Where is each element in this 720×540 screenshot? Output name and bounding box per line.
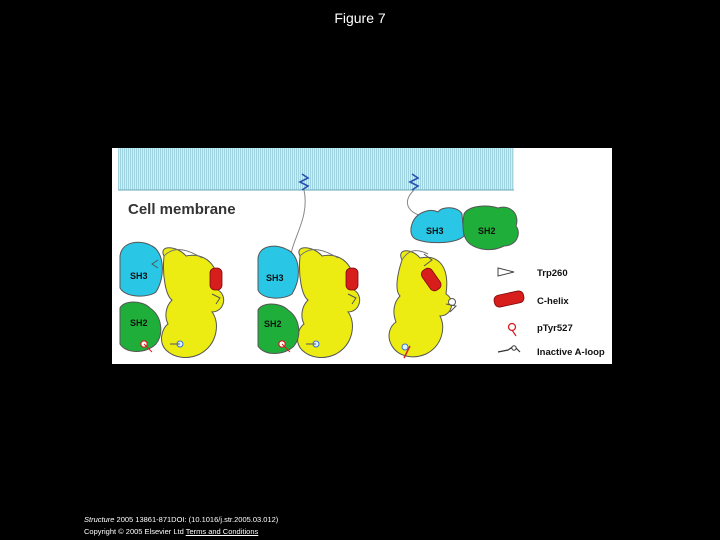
cylinder-icon — [493, 290, 525, 308]
sh3-label: SH3 — [130, 271, 148, 281]
sh3-domain — [257, 245, 299, 299]
sh2-label: SH2 — [478, 226, 496, 236]
svg-text:Inactive A-loop: Inactive A-loop — [537, 347, 605, 358]
copyright-line: Copyright © 2005 Elsevier Ltd Terms and … — [84, 526, 278, 538]
legend-item-trp260: Trp260 — [497, 267, 568, 279]
kinase-state-1: SH3 SH2 — [119, 241, 225, 358]
sh3-domain — [119, 241, 163, 297]
sh2-label: SH2 — [130, 318, 148, 328]
a-loop-icon — [497, 345, 521, 353]
membrane-label: Cell membrane — [128, 201, 236, 218]
sh2-label: SH2 — [264, 319, 282, 329]
sh2-domain — [119, 301, 162, 352]
sh3-label: SH3 — [426, 226, 444, 236]
citation: Structure 2005 13861-871DOI: (10.1016/j.… — [84, 514, 278, 538]
copyright-text: Copyright © 2005 Elsevier Ltd — [84, 527, 186, 536]
phospho-tyrosine-icon — [507, 322, 517, 332]
sh2-domain — [462, 205, 519, 251]
kinase-domain — [297, 247, 361, 358]
kinase-activation-diagram: Cell membrane SH3 SH2 — [118, 148, 605, 359]
sh3-label: SH3 — [266, 273, 284, 283]
membrane-anchor-2 — [408, 173, 420, 191]
journal-name: Structure — [84, 515, 115, 524]
svg-text:Trp260: Trp260 — [537, 268, 568, 279]
legend-item-c-helix: C-helix — [493, 290, 569, 308]
membrane-anchor-1 — [298, 173, 310, 191]
kinase-state-3: SH3 SH2 — [388, 205, 519, 359]
sh2-domain — [257, 303, 300, 354]
c-helix — [345, 267, 359, 291]
citation-line: Structure 2005 13861-871DOI: (10.1016/j.… — [84, 514, 278, 526]
legend: Trp260 C-helix pTyr527 Inactive A-loop — [493, 267, 605, 358]
citation-details: 2005 13861-871DOI: (10.1016/j.str.2005.0… — [114, 515, 279, 524]
kinase-domain — [161, 247, 225, 358]
c-helix — [209, 267, 223, 291]
legend-item-ptyr527: pTyr527 — [507, 322, 573, 337]
cell-membrane — [118, 148, 514, 191]
svg-text:pTyr527: pTyr527 — [537, 323, 573, 334]
triangle-icon — [497, 267, 515, 277]
kinase-domain — [388, 250, 453, 358]
legend-item-inactive-a-loop: Inactive A-loop — [497, 345, 605, 358]
svg-text:C-helix: C-helix — [537, 296, 569, 307]
trp260-marker — [423, 253, 433, 267]
trp260-marker — [151, 259, 159, 269]
c-helix — [420, 267, 442, 292]
kinase-state-2: SH3 SH2 — [257, 245, 361, 358]
terms-link[interactable]: Terms and Conditions — [185, 527, 259, 536]
figure-title: Figure 7 — [334, 10, 386, 26]
figure-panel: Cell membrane SH3 SH2 — [112, 148, 612, 364]
